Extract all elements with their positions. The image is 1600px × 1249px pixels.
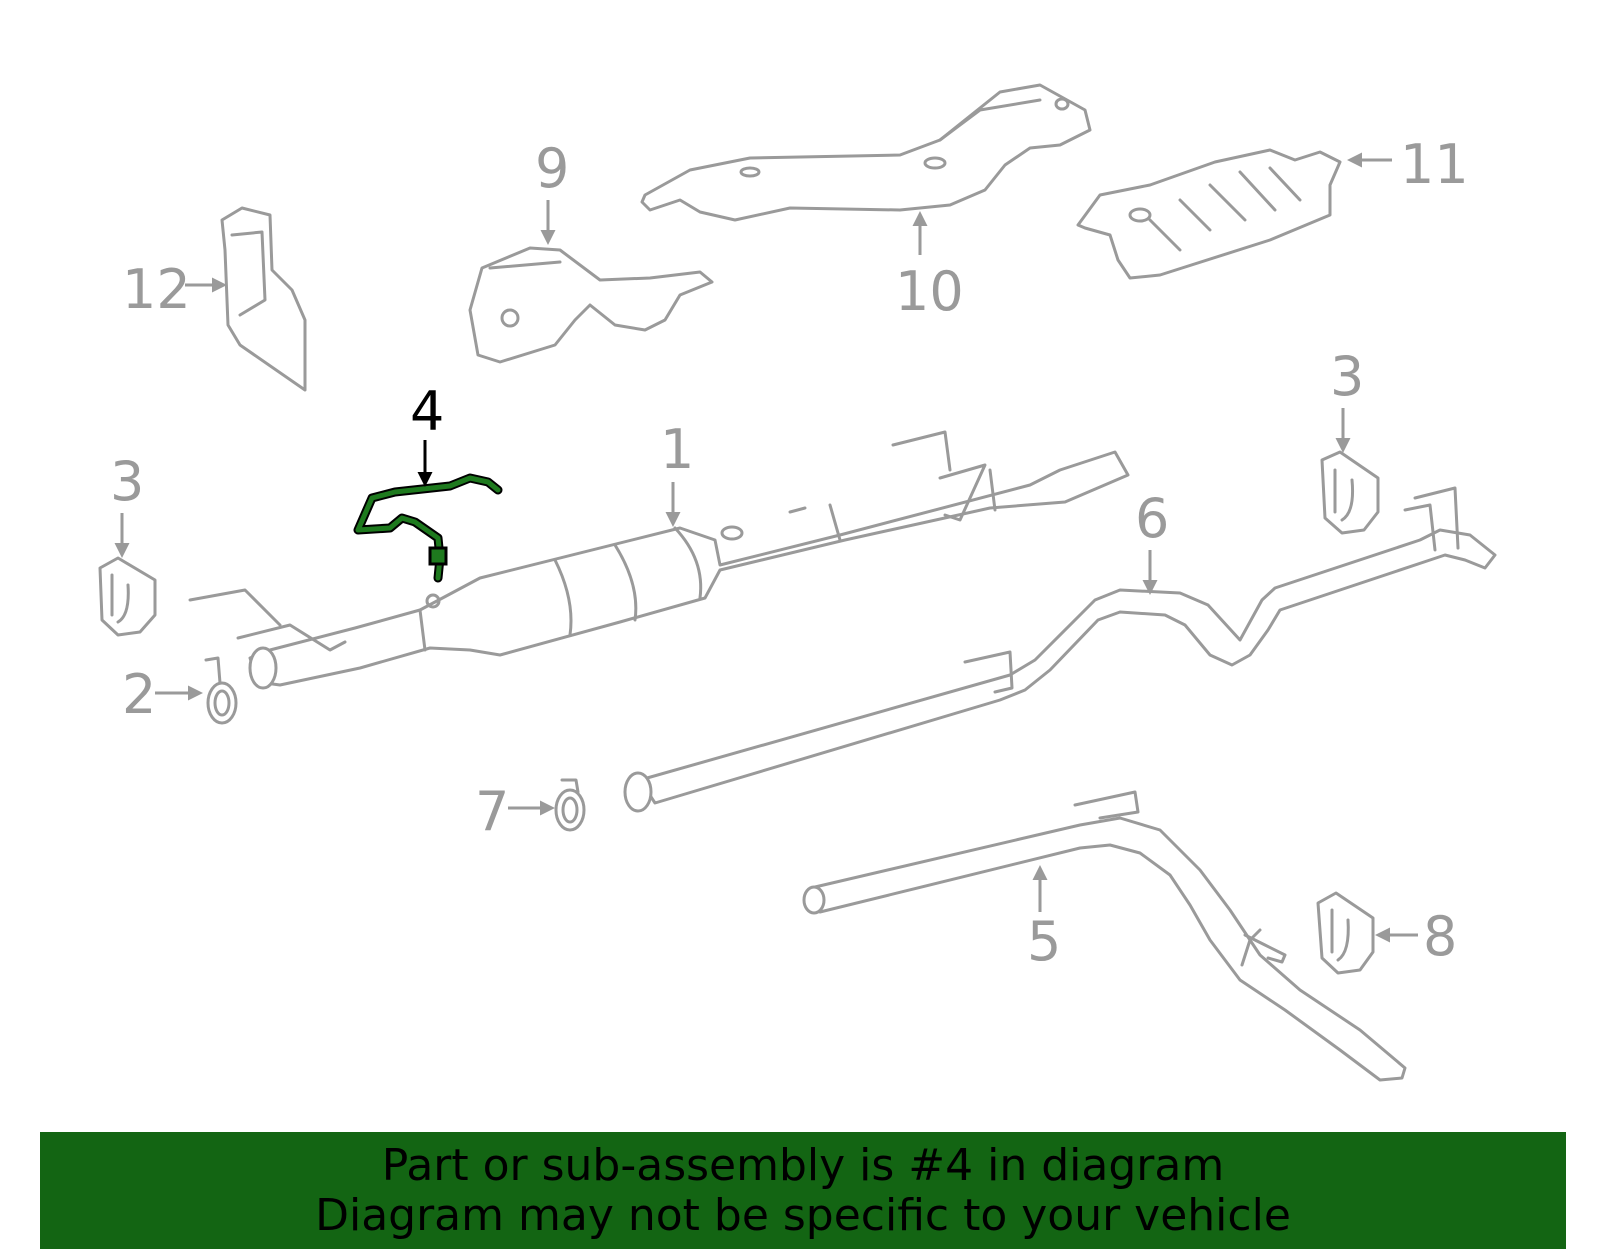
part-7-clamp[interactable] (554, 778, 586, 832)
callout-label-11: 11 (1400, 133, 1469, 196)
banner-line-1: Part or sub-assembly is #4 in diagram (381, 1139, 1225, 1191)
callout-label-7: 7 (475, 780, 509, 843)
callout-label-2: 2 (122, 663, 156, 726)
callout-label-4: 4 (410, 380, 444, 443)
part-1-converter-assembly[interactable] (188, 430, 1130, 690)
callout-4: 4 (410, 380, 444, 487)
callout-label-10: 10 (895, 260, 964, 323)
callout-label-6: 6 (1135, 487, 1169, 550)
exhaust-parts-diagram: 12 9 10 11 3 (98, 83, 1497, 1082)
part-11-heat-shield[interactable] (1076, 148, 1342, 280)
callout-label-9: 9 (535, 137, 569, 200)
part-12-heat-shield[interactable] (220, 206, 307, 392)
callout-1: 1 (660, 418, 694, 527)
part-8-insulator[interactable] (1316, 891, 1375, 975)
callout-5: 5 (1027, 865, 1061, 973)
callout-3-left: 3 (110, 450, 144, 558)
callout-2: 2 (122, 663, 203, 726)
part-4-highlighted[interactable] (353, 473, 503, 583)
info-banner: Part or sub-assembly is #4 in diagram Di… (40, 1132, 1566, 1249)
callout-label-3-left: 3 (110, 450, 144, 513)
callout-label-1: 1 (660, 418, 694, 481)
part-9-heat-shield[interactable] (468, 246, 714, 364)
callout-8: 8 (1375, 905, 1457, 968)
callout-3-right: 3 (1330, 345, 1364, 453)
part-6-intermediate-pipe[interactable] (623, 486, 1497, 813)
callout-9: 9 (535, 137, 569, 245)
callout-label-5: 5 (1027, 910, 1061, 973)
callout-6: 6 (1135, 487, 1169, 595)
callout-10: 10 (895, 211, 964, 323)
part-2-clamp[interactable] (204, 656, 238, 725)
banner-line-2: Diagram may not be specific to your vehi… (315, 1189, 1291, 1241)
callout-12: 12 (122, 258, 227, 321)
callout-11: 11 (1347, 133, 1469, 196)
part-10-heat-shield[interactable] (640, 83, 1092, 222)
part-3-insulator-right[interactable] (1320, 450, 1380, 535)
callout-label-8: 8 (1423, 905, 1457, 968)
callout-7: 7 (475, 780, 555, 843)
part-5-tail-pipe[interactable] (802, 790, 1407, 1082)
part-3-insulator-left[interactable] (98, 556, 157, 637)
callout-label-3-right: 3 (1330, 345, 1364, 408)
callout-label-12: 12 (122, 258, 191, 321)
